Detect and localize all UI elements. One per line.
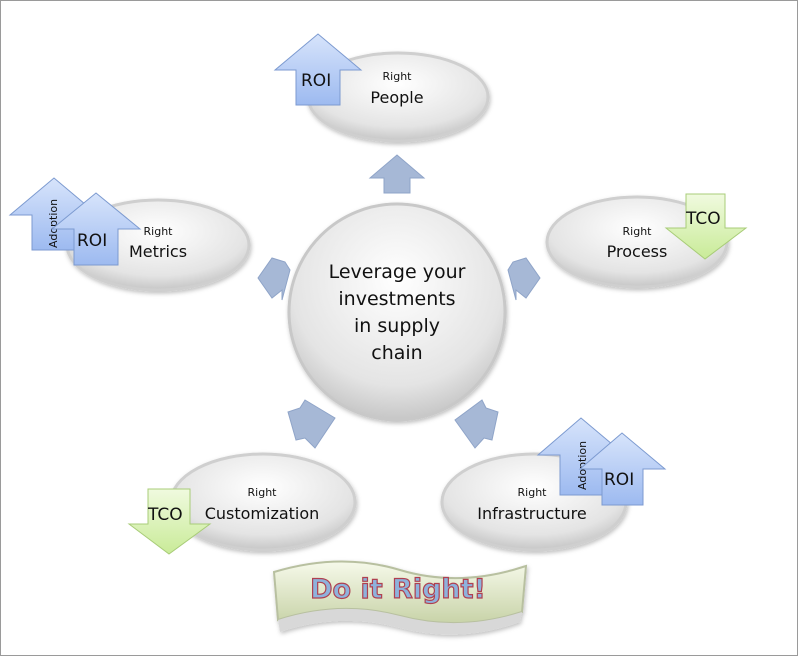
center-line-2: investments <box>338 288 455 310</box>
banner-text: Do it Right! <box>310 574 486 605</box>
center-line-3: in supply <box>354 315 440 337</box>
metrics-roi-label: ROI <box>77 231 107 251</box>
process-label: Process <box>607 242 668 261</box>
customization-label: Customization <box>205 504 320 523</box>
tco-down-arrow-icon <box>127 488 212 555</box>
metrics-right-label: Right <box>144 225 174 238</box>
roi-up-arrow-icon <box>50 192 142 266</box>
people-right-label: Right <box>383 70 413 83</box>
roi-up-arrow-icon <box>578 432 667 506</box>
center-line-1: Leverage your <box>329 261 466 283</box>
infrastructure-label: Infrastructure <box>477 504 586 523</box>
infrastructure-adoption-label: Adoption <box>576 441 589 490</box>
connector-arrow-down-left <box>287 399 336 449</box>
roi-up-arrow-icon <box>273 33 363 106</box>
customization-right-label: Right <box>248 486 278 499</box>
infrastructure-right-label: Right <box>518 486 548 499</box>
process-right-label: Right <box>623 225 653 238</box>
connector-arrow-left <box>257 257 291 301</box>
node-customization <box>169 452 357 552</box>
people-label: People <box>370 88 423 107</box>
do-it-right-banner <box>272 560 528 635</box>
connector-arrow-right <box>507 257 541 301</box>
customization-tco-label: TCO <box>147 505 183 525</box>
metrics-adoption-label: Adoption <box>47 199 60 248</box>
center-node <box>287 202 507 422</box>
connector-arrow-up <box>368 154 426 194</box>
infrastructure-roi-label: ROI <box>604 470 634 490</box>
people-roi-label: ROI <box>301 71 331 91</box>
metrics-label: Metrics <box>129 242 187 261</box>
connector-arrow-down-right <box>454 399 499 449</box>
process-tco-label: TCO <box>685 209 721 229</box>
tco-down-arrow-icon <box>664 193 748 260</box>
center-line-4: chain <box>371 342 422 364</box>
